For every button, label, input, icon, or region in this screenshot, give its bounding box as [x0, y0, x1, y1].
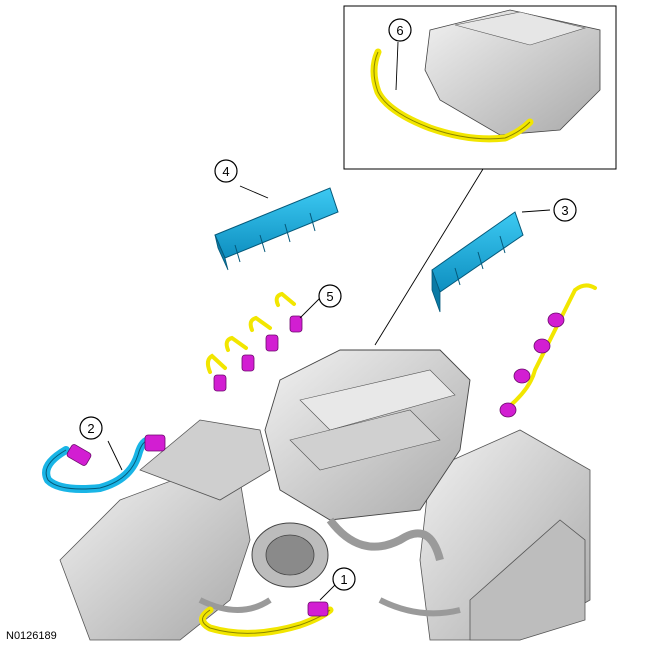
- engine-assembly: [59, 349, 591, 641]
- inset-box: [343, 5, 617, 170]
- svg-text:4: 4: [222, 164, 229, 179]
- callout-1: 1: [332, 567, 356, 591]
- leader-lines: [107, 41, 551, 601]
- callout-3: 3: [553, 198, 577, 222]
- hose-2: [42, 434, 166, 493]
- callout-4: 4: [214, 159, 238, 183]
- cover-right: [431, 211, 524, 313]
- svg-text:1: 1: [340, 572, 347, 587]
- svg-text:5: 5: [326, 289, 333, 304]
- svg-text:3: 3: [561, 203, 568, 218]
- figure-reference: N0126189: [6, 630, 57, 642]
- pcv-tube-1: [199, 601, 334, 637]
- callout-6: 6: [388, 18, 412, 42]
- callout-5: 5: [318, 284, 342, 308]
- injector-connectors-left: [205, 291, 303, 392]
- injector-harness-right: [499, 283, 597, 418]
- svg-text:2: 2: [87, 421, 94, 436]
- svg-text:6: 6: [396, 23, 403, 38]
- cover-left: [214, 187, 339, 271]
- callout-2: 2: [79, 416, 103, 440]
